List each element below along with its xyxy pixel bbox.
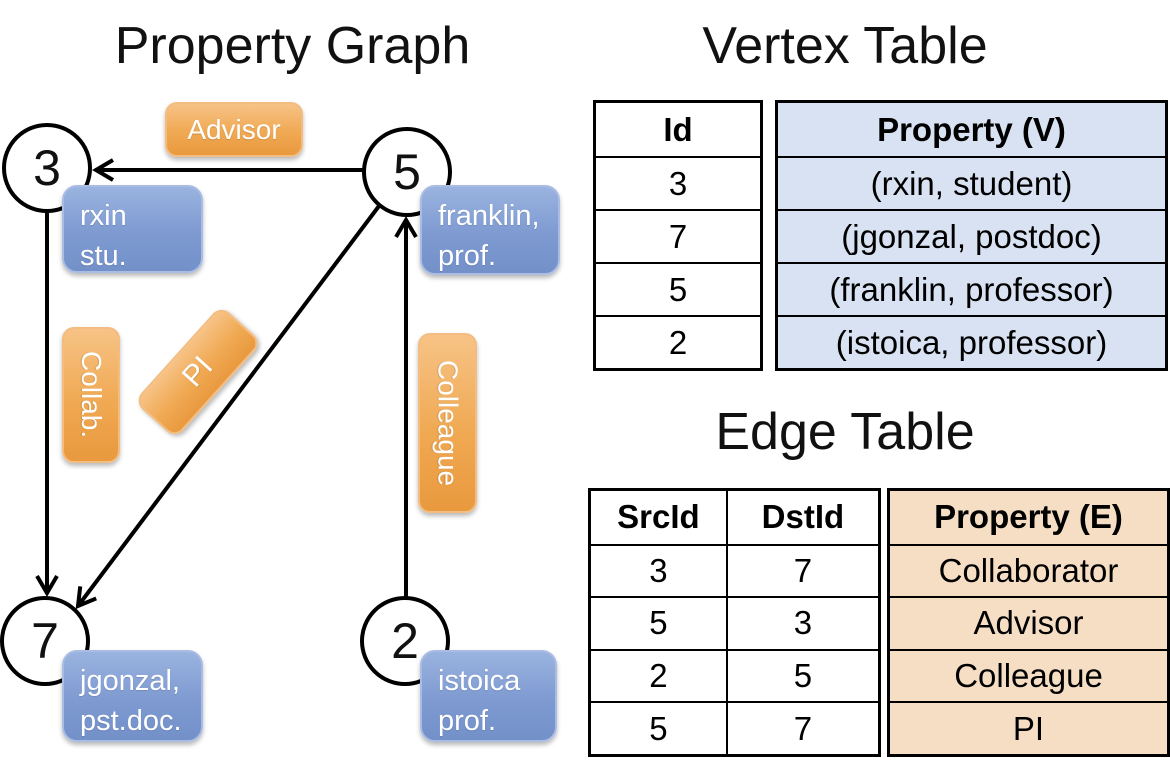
vertex-circle-2: 2 xyxy=(360,596,450,686)
property-graph-title: Property Graph xyxy=(114,17,471,75)
column-header-property-e: Property (E) xyxy=(934,498,1123,536)
column-header-property-v: Property (V) xyxy=(877,110,1066,148)
vertex-id-label: 7 xyxy=(31,613,59,669)
vertex-property-box-7: jgonzal, pst.doc. xyxy=(62,650,203,742)
vertex-table: Id 3 7 5 2 Property (V) (rxin, student) … xyxy=(593,100,1168,371)
table-cell: 2 xyxy=(591,648,726,702)
edge-label-colleague: Colleague xyxy=(418,333,477,513)
vertex-property-line: prof. xyxy=(438,705,497,738)
vertex-property-line: istoica xyxy=(438,665,521,697)
edge-table-title: Edge Table xyxy=(715,403,975,461)
table-cell: Collaborator xyxy=(890,543,1167,597)
table-cell: 7 xyxy=(725,701,878,754)
table-cell: (jgonzal, postdoc) xyxy=(778,209,1165,262)
edge-label-text: Collab. xyxy=(76,351,107,439)
table-cell: 5 xyxy=(591,701,726,754)
table-cell: 3 xyxy=(591,543,726,597)
vertex-property-line: jgonzal, xyxy=(80,665,180,697)
vertex-property-line: stu. xyxy=(80,240,127,273)
column-header-dstid: DstId xyxy=(725,491,878,544)
vertex-property-box-2: istoica prof. xyxy=(420,650,557,742)
table-cell: (franklin, professor) xyxy=(778,262,1165,315)
table-cell: 7 xyxy=(596,209,760,262)
table-cell: Advisor xyxy=(890,596,1167,649)
table-cell: 2 xyxy=(596,315,760,368)
edge-table-property-column: Property (E) Collaborator Advisor Collea… xyxy=(887,488,1170,757)
edge-label-text: PI xyxy=(175,350,220,394)
table-cell: 7 xyxy=(725,543,878,597)
vertex-id-label: 3 xyxy=(33,140,61,196)
vertex-property-line: prof. xyxy=(438,240,497,273)
vertex-property-line: rxin xyxy=(80,200,127,232)
table-cell: 5 xyxy=(596,262,760,315)
table-cell: Colleague xyxy=(890,648,1167,702)
vertex-property-box-3: rxin stu. xyxy=(62,185,203,273)
table-cell: 5 xyxy=(725,648,878,702)
table-cell: PI xyxy=(890,701,1167,754)
column-header-id: Id xyxy=(663,110,693,148)
vertex-circle-5: 5 xyxy=(362,127,452,217)
edge-table-id-columns: SrcId DstId 3 7 5 3 2 5 5 7 xyxy=(588,488,881,757)
vertex-table-id-column: Id 3 7 5 2 xyxy=(593,100,763,371)
edge-arrow-pi-5-to-7 xyxy=(75,196,387,610)
edge-table: SrcId DstId 3 7 5 3 2 5 5 7 Property (E)… xyxy=(588,488,1170,757)
vertex-id-label: 2 xyxy=(391,613,419,669)
vertex-table-title: Vertex Table xyxy=(702,17,988,75)
vertex-property-line: franklin, xyxy=(438,200,540,232)
edge-label-collab: Collab. xyxy=(62,327,120,463)
vertex-property-line: pst.doc. xyxy=(80,705,182,738)
table-cell: 5 xyxy=(591,596,726,649)
table-cell: (rxin, student) xyxy=(778,156,1165,209)
edge-label-advisor: Advisor xyxy=(165,102,303,157)
table-cell: (istoica, professor) xyxy=(778,315,1165,368)
vertex-table-property-column: Property (V) (rxin, student) (jgonzal, p… xyxy=(775,100,1168,371)
vertex-property-box-5: franklin, prof. xyxy=(420,185,560,275)
edge-label-text: Advisor xyxy=(187,113,281,145)
table-cell: 3 xyxy=(596,156,760,209)
edge-label-text: Colleague xyxy=(432,359,464,487)
graph-edges-svg xyxy=(35,158,418,610)
column-header-srcid: SrcId xyxy=(617,498,700,536)
vertex-id-label: 5 xyxy=(393,144,421,200)
table-cell: 3 xyxy=(725,596,878,649)
